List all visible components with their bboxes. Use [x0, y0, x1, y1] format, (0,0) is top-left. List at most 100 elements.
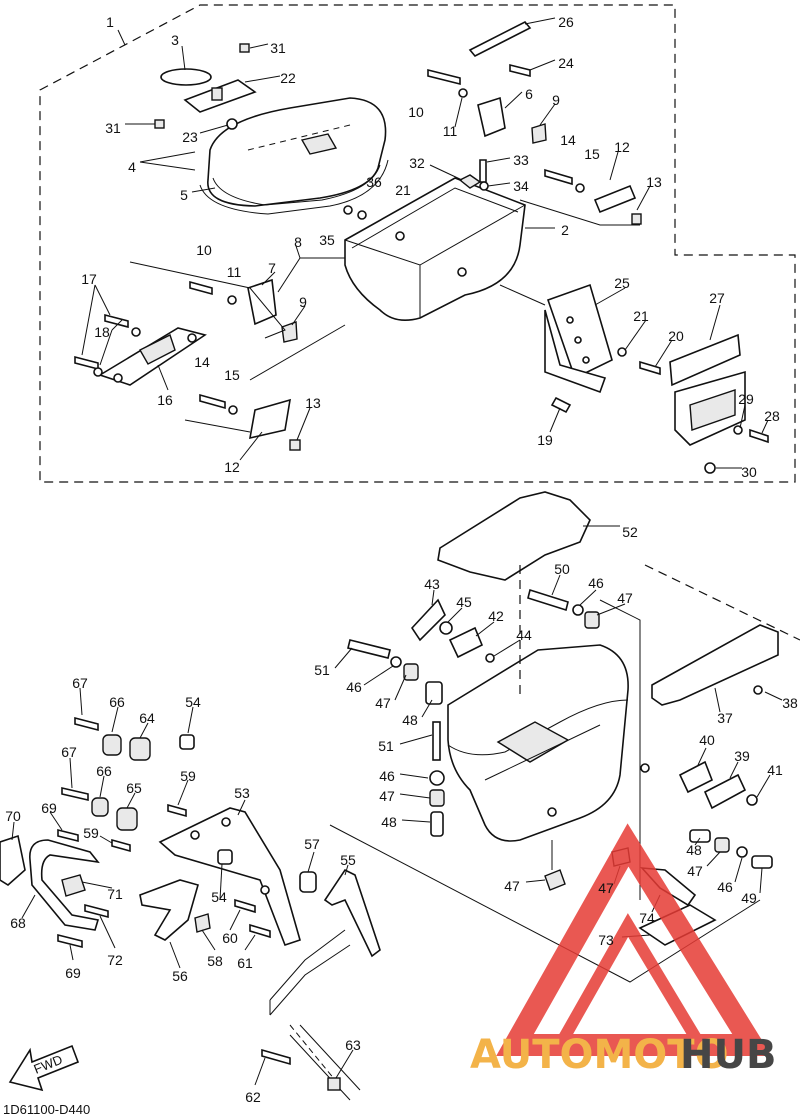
callout-c4: 4: [128, 159, 136, 175]
latch-upper: [477, 96, 506, 138]
callout-c14a: 14: [560, 132, 576, 148]
callout-c48a: 48: [402, 712, 418, 728]
callout-c33: 33: [513, 152, 529, 168]
callout-c61: 61: [237, 955, 253, 971]
callout-c31b: 31: [105, 120, 121, 136]
lid-gasket: [199, 159, 389, 215]
callout-c25: 25: [614, 275, 630, 291]
callout-c10b: 10: [196, 242, 212, 258]
callout-c47f: 47: [598, 880, 614, 896]
callout-c55: 55: [340, 852, 356, 868]
callout-c73: 73: [598, 932, 614, 948]
seat-pad: [437, 491, 591, 581]
lower-saddlebag: [447, 644, 650, 870]
callout-c9a: 9: [552, 92, 560, 108]
rear-stay: [323, 868, 381, 958]
callout-c40: 40: [699, 732, 715, 748]
frame-nut: [327, 1077, 341, 1091]
callout-c29: 29: [738, 391, 754, 407]
callout-c54a: 54: [185, 694, 201, 710]
lock-cylinder: [703, 773, 747, 810]
callout-c2: 2: [561, 222, 569, 238]
callout-c31a: 31: [270, 40, 286, 56]
callout-c52: 52: [622, 524, 638, 540]
mount-rail: [651, 624, 779, 706]
callout-c65: 65: [126, 780, 142, 796]
callout-c48b: 48: [381, 814, 397, 830]
callout-c13b: 13: [305, 395, 321, 411]
callout-c14b: 14: [194, 354, 210, 370]
watermark-text-b: HUB: [680, 1032, 776, 1078]
lower-guide-right: [644, 564, 800, 641]
callout-c47b: 47: [375, 695, 391, 711]
callout-c18: 18: [94, 324, 110, 340]
nut-lower: [289, 439, 301, 451]
nut-upper: [631, 213, 642, 225]
callout-c1: 1: [106, 14, 114, 30]
callout-c3: 3: [171, 32, 179, 48]
callout-c19: 19: [537, 432, 553, 448]
callout-c74: 74: [639, 910, 655, 926]
callout-c5: 5: [180, 187, 188, 203]
callout-c42: 42: [488, 608, 504, 624]
damper-set: [49, 687, 271, 961]
callout-c60: 60: [222, 930, 238, 946]
callout-c67a: 67: [72, 675, 88, 691]
callout-c43: 43: [424, 576, 440, 592]
callout-c37: 37: [717, 710, 733, 726]
callout-c35: 35: [319, 232, 335, 248]
callout-c12b: 12: [224, 459, 240, 475]
side-guard: [0, 821, 113, 931]
catch-upper: [531, 123, 547, 144]
callout-c26: 26: [558, 14, 574, 30]
callout-c50: 50: [554, 561, 570, 577]
callout-c17: 17: [81, 271, 97, 287]
callout-c22: 22: [280, 70, 296, 86]
watermark-logo: AUTOMOTO HUB: [470, 823, 776, 1078]
callout-c71: 71: [107, 886, 123, 902]
callout-c67b: 67: [61, 744, 77, 760]
callout-c57: 57: [304, 836, 320, 852]
upper-bolts: [74, 63, 769, 474]
callout-c59b: 59: [83, 825, 99, 841]
mount-bolts-upper: [334, 574, 626, 718]
callout-c62: 62: [245, 1089, 261, 1105]
callout-c27: 27: [709, 290, 725, 306]
hinge-arm: [277, 257, 345, 293]
callout-c47a: 47: [617, 590, 633, 606]
callout-c70: 70: [5, 808, 21, 824]
front-mount-bracket: [98, 327, 207, 386]
callout-c30: 30: [741, 464, 757, 480]
side-stay: [158, 799, 301, 947]
callout-c47c: 47: [379, 788, 395, 804]
callout-c64: 64: [139, 710, 155, 726]
watermark-text-a: AUTOMOTO: [470, 1032, 729, 1078]
frame-tube: [269, 929, 361, 1101]
callout-c45: 45: [456, 594, 472, 610]
mount-bolts-vertical: [399, 721, 445, 837]
fwd-arrow-icon: FWD: [8, 1044, 80, 1092]
callout-c28: 28: [764, 408, 780, 424]
saddlebag-case: [344, 174, 526, 321]
callout-c66a: 66: [109, 694, 125, 710]
callout-c59a: 59: [180, 768, 196, 784]
callout-c7: 7: [268, 260, 276, 276]
callout-c56: 56: [172, 968, 188, 984]
callout-c24: 24: [558, 55, 574, 71]
callout-c47e: 47: [504, 878, 520, 894]
lower-guide-frame: [329, 599, 761, 983]
callout-c21a: 21: [395, 182, 411, 198]
callout-c54b: 54: [211, 889, 227, 905]
callout-c23: 23: [182, 129, 198, 145]
callout-c13a: 13: [646, 174, 662, 190]
callout-c46a: 46: [588, 575, 604, 591]
upper-assembly-boundary: [39, 4, 796, 483]
callout-c32: 32: [409, 155, 425, 171]
callout-c20: 20: [668, 328, 684, 344]
callout-c46b: 46: [346, 679, 362, 695]
callout-c10a: 10: [408, 104, 424, 120]
collar: [299, 871, 317, 893]
callout-c51a: 51: [314, 662, 330, 678]
